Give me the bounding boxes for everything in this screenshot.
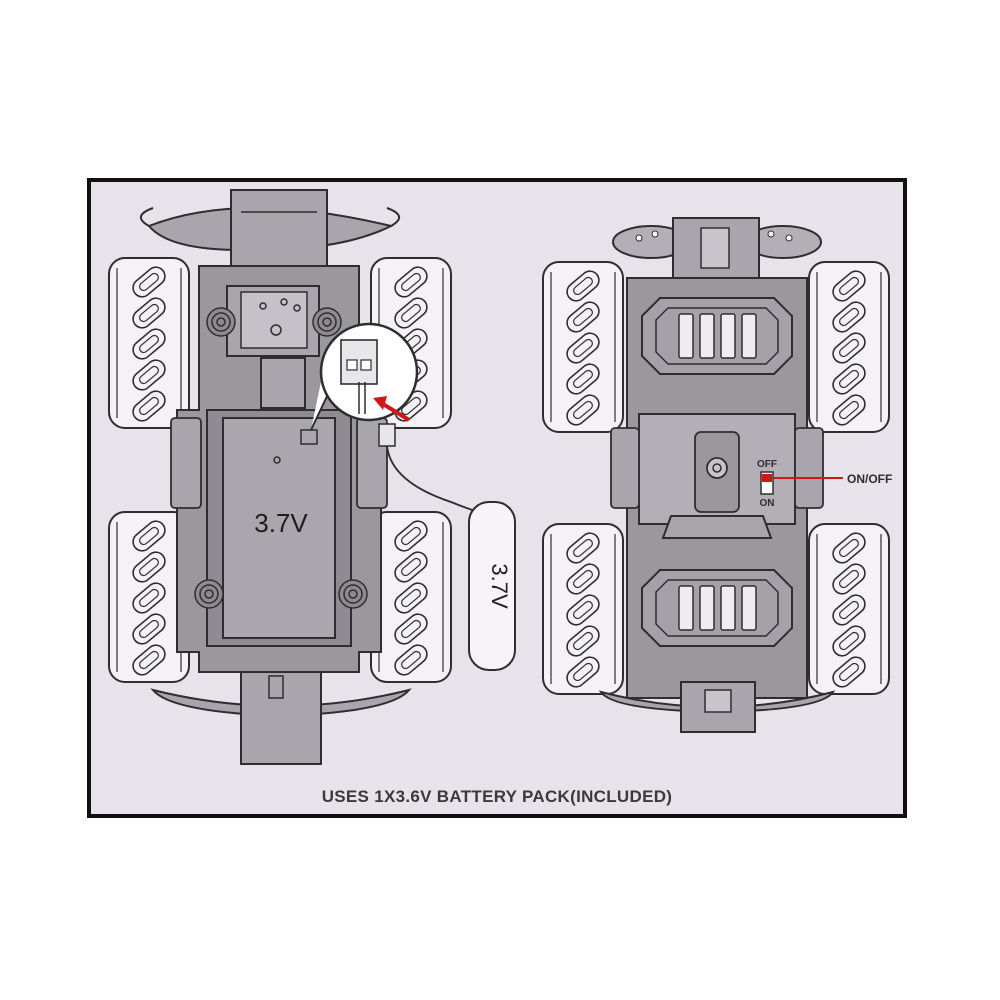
battery-caption: USES 1X3.6V BATTERY PACK(INCLUDED)	[321, 787, 673, 806]
top-grip-plate	[641, 297, 793, 375]
front-right-wheel-right	[809, 262, 889, 432]
rear-right-wheel	[371, 512, 451, 682]
front-left-wheel-right	[543, 262, 623, 432]
diagram-panel: 3.7V	[87, 178, 907, 818]
switch-knob[interactable]	[762, 474, 772, 482]
switch-on-label: ON	[760, 498, 775, 509]
left-car-view: 3.7V	[109, 189, 516, 765]
battery-pack	[468, 501, 516, 671]
right-car-view: OFF ON ON/OFF	[543, 217, 892, 733]
rear-right-wheel-right	[809, 524, 889, 694]
battery-compartment-label: 3.7V	[254, 508, 308, 538]
switch-off-label: OFF	[757, 459, 777, 470]
rear-left-wheel-right	[543, 524, 623, 694]
battery-pack-label: 3.7V	[487, 563, 512, 609]
bottom-grip-plate	[641, 569, 793, 647]
insert-arrow	[381, 402, 411, 422]
connector-plug	[340, 339, 378, 385]
on-off-callout-label: ON/OFF	[847, 472, 892, 486]
connector-zoom-bubble	[310, 322, 419, 431]
front-left-wheel	[109, 258, 189, 428]
diagram-svg: 3.7V	[91, 189, 892, 765]
power-switch[interactable]: OFF ON	[757, 459, 777, 509]
battery-wire	[386, 445, 480, 513]
battery-compartment	[222, 417, 336, 639]
